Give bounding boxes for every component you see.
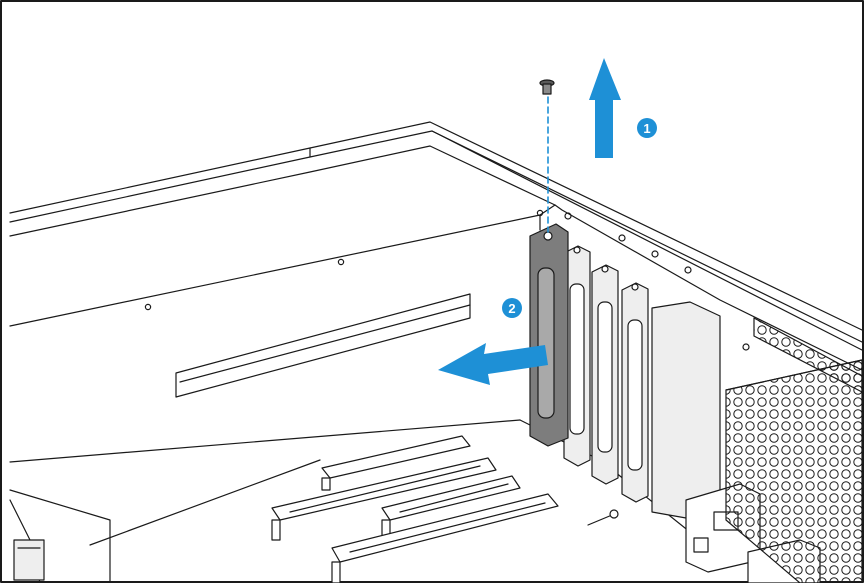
pcie-slots (271, 435, 559, 583)
slot-cover-plate (591, 264, 619, 485)
bracket-screw (539, 79, 555, 95)
slot-cover-plates (563, 245, 721, 519)
slot-cover-plate (621, 282, 649, 503)
wall-slot (175, 293, 471, 398)
chassis-wall (9, 121, 863, 351)
step-2-left-arrow (438, 343, 548, 385)
step-2-number: 2 (508, 301, 515, 316)
step-1-number: 1 (643, 121, 650, 136)
step-2-callout: 2 (502, 298, 522, 318)
fan-corner (13, 539, 45, 581)
slot-cover-plate (651, 301, 721, 519)
step-1-callout: 1 (637, 118, 657, 138)
step-1-up-arrow (589, 58, 621, 158)
removed-slot-bracket (529, 223, 569, 447)
slot-cover-plate (563, 245, 591, 467)
floor-screw (587, 509, 619, 526)
vent-grille (725, 317, 863, 583)
rear-panel (554, 204, 863, 371)
